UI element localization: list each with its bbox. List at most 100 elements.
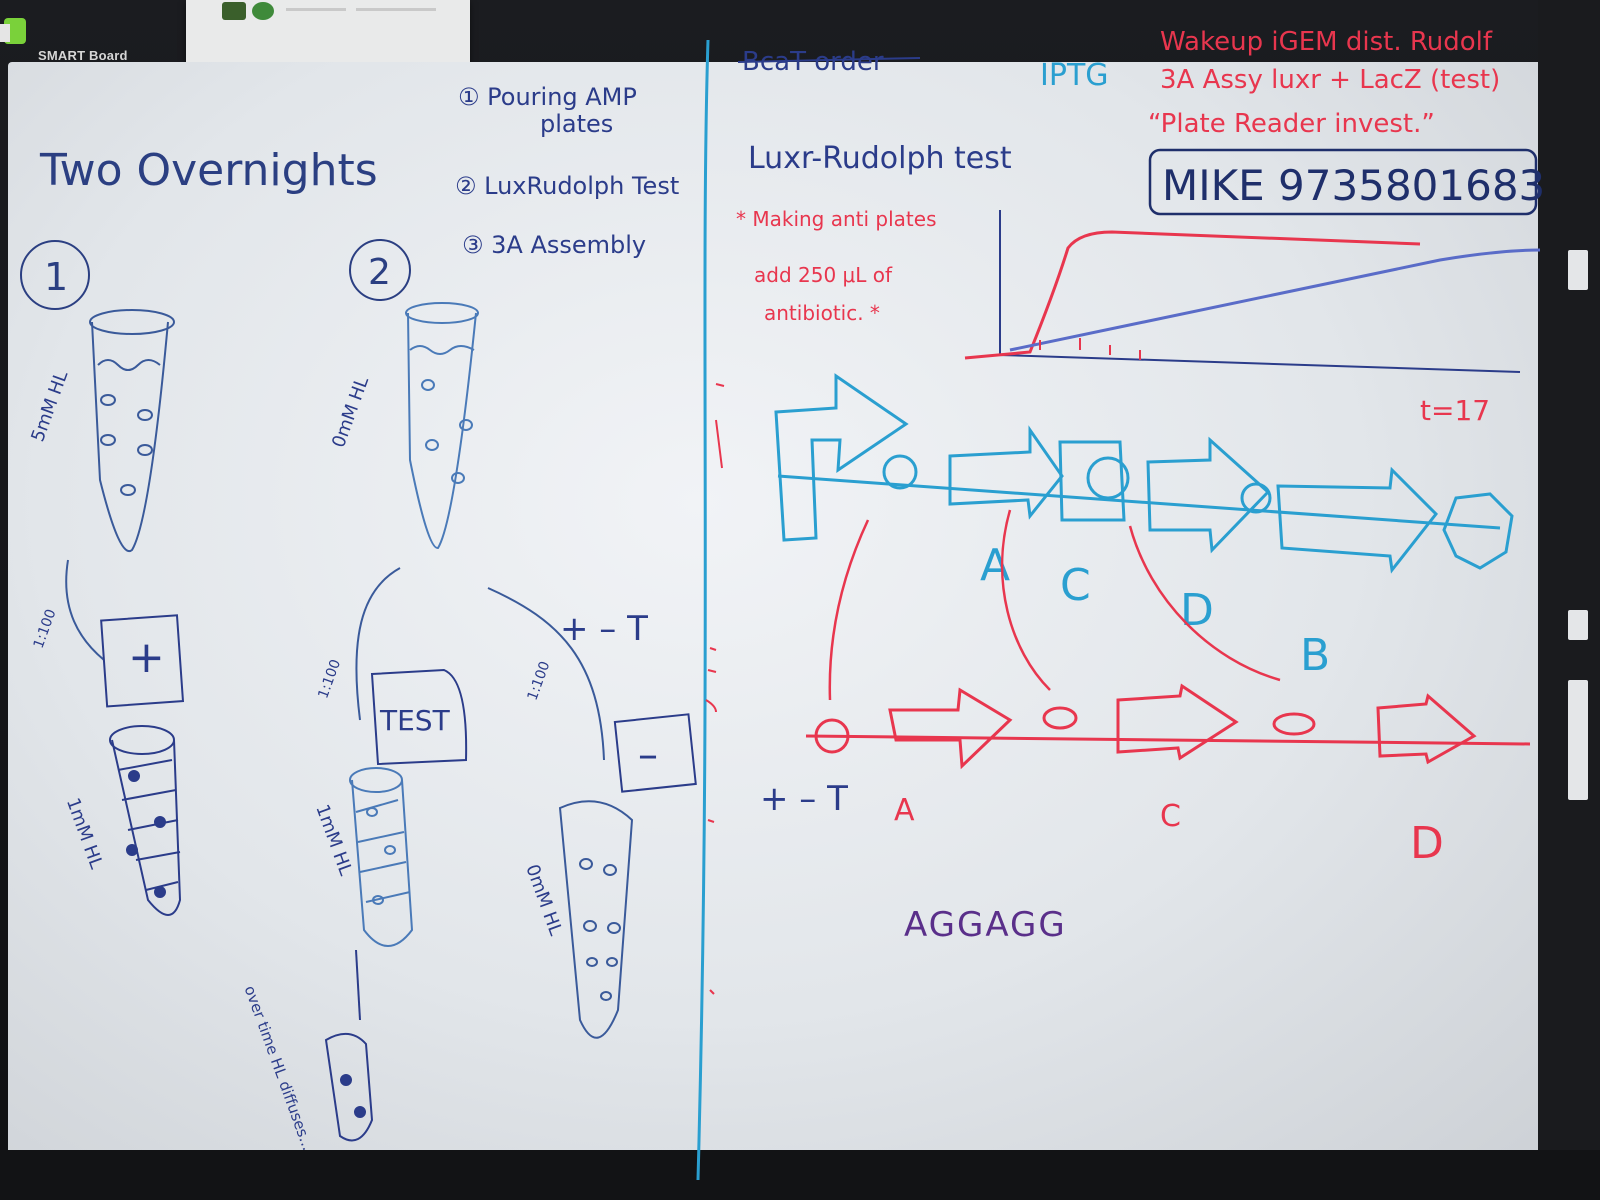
red-construct xyxy=(805,683,1531,770)
red-curve xyxy=(964,230,1421,360)
red-arrow-1 xyxy=(828,519,870,701)
circle-two xyxy=(349,239,411,301)
arrow xyxy=(65,559,105,661)
tube-4-label: 1mM HL xyxy=(311,802,356,879)
rbs xyxy=(1240,482,1272,514)
minus-box-label: – xyxy=(638,732,658,778)
red-label-c: C xyxy=(1160,799,1181,834)
backbone-line xyxy=(777,474,1501,530)
minus-box xyxy=(613,713,697,793)
blue-label-a: A xyxy=(980,540,1010,591)
whiteboard xyxy=(8,62,1544,1164)
tube-1-label: 5mM HL xyxy=(27,368,72,445)
todo-1: Wakeup iGEM dist. Rudolf xyxy=(1160,27,1493,57)
blue-construct xyxy=(774,373,1514,574)
red-backbone xyxy=(805,734,1531,746)
red-label-a: A xyxy=(894,793,915,828)
arrow xyxy=(355,567,401,721)
test-box xyxy=(370,668,468,766)
phone-box xyxy=(1148,148,1538,216)
red-label-d: D xyxy=(1410,818,1444,869)
graph-axes xyxy=(999,210,1521,373)
step-2: ② LuxRudolph Test xyxy=(455,172,679,200)
test-box-label: TEST xyxy=(379,704,451,737)
paper-line xyxy=(286,8,346,11)
plus-minus-t-label: + – T xyxy=(560,609,648,649)
promoter-arrow xyxy=(774,373,909,542)
board-title: Two Overnights xyxy=(39,145,378,196)
tube-2 xyxy=(405,302,479,549)
blue-curve xyxy=(1009,248,1541,352)
circle-one xyxy=(20,240,90,310)
red-arrows xyxy=(828,509,1281,701)
paper-tab xyxy=(1568,610,1588,640)
luxr-test-label: Luxr-Rudolph test xyxy=(748,141,1012,176)
tube-4 xyxy=(349,767,414,947)
arrow xyxy=(355,949,361,1021)
anti-note: * Making anti plates add 250 μL of antib… xyxy=(736,207,937,325)
part-box xyxy=(1058,440,1126,522)
ratio-3: 1:100 xyxy=(525,659,554,702)
ratio-1: 1:100 xyxy=(31,607,60,650)
anti-note-3: antibiotic. * xyxy=(764,301,880,325)
brand-label: SMART Board xyxy=(38,48,128,63)
plus-box xyxy=(100,614,185,708)
circle-two-label: 2 xyxy=(368,252,391,293)
white-marker xyxy=(0,24,10,42)
todo-3: “Plate Reader invest.” xyxy=(1148,109,1435,139)
todo-2: 3A Assy luxr + LacZ (test) xyxy=(1160,65,1500,95)
cds-arrow-c xyxy=(1276,466,1439,574)
cds-arrow-a xyxy=(948,425,1064,520)
steps-list: ① Pouring AMP plates ② LuxRudolph Test ③… xyxy=(455,83,679,259)
seal-logo xyxy=(222,2,246,20)
iptg-label: IPTG xyxy=(1040,58,1109,93)
blue-label-b: B xyxy=(1300,630,1330,681)
tube-6 xyxy=(324,1033,374,1142)
cds-arrow-b xyxy=(1146,436,1271,554)
tube-1 xyxy=(89,309,175,553)
tube-5-label: 0mM HL xyxy=(521,862,566,939)
time-label: t=17 xyxy=(1420,394,1490,427)
anti-note-1: * Making anti plates xyxy=(736,207,937,231)
tick-marks xyxy=(1039,338,1141,360)
plus-minus-t-2: + – T xyxy=(760,779,848,819)
board-frame-bottom xyxy=(0,1150,1600,1200)
paper-line xyxy=(356,8,436,11)
margin-marks xyxy=(705,383,725,995)
anti-note-2: add 250 μL of xyxy=(754,263,893,287)
blue-labels: A C D B xyxy=(980,540,1330,681)
tube-3 xyxy=(109,725,182,916)
phone-label: MIKE 9735801683 xyxy=(1162,161,1545,210)
blue-label-c: C xyxy=(1060,560,1091,611)
red-rbs xyxy=(1042,706,1078,730)
board-frame-right xyxy=(1538,0,1600,1200)
red-cds-a xyxy=(888,687,1013,770)
sequence-label: AGGAGG xyxy=(904,905,1067,945)
red-rbs xyxy=(1272,712,1316,736)
step-3: ③ 3A Assembly xyxy=(462,231,646,259)
plus-box-label: + xyxy=(128,632,165,683)
circle-one-label: 1 xyxy=(44,255,68,299)
step-1: ① Pouring AMP xyxy=(458,83,637,111)
todo-list: Wakeup iGEM dist. Rudolf 3A Assy luxr + … xyxy=(1148,27,1500,139)
red-labels: A C D xyxy=(894,793,1444,869)
paper-tab xyxy=(1568,250,1588,290)
diffusion-note: over time HL diffuses... xyxy=(241,983,317,1153)
red-arrow-3 xyxy=(1128,525,1281,682)
red-cds-d xyxy=(1376,693,1477,765)
red-cds-c xyxy=(1116,683,1239,761)
blue-label-d: D xyxy=(1180,585,1214,636)
ratio-2: 1:100 xyxy=(315,657,344,700)
tube-2-label: 0mM HL xyxy=(328,374,373,451)
tube-3-label: 1mM HL xyxy=(62,795,107,872)
strike-line xyxy=(737,57,921,63)
divider-line xyxy=(696,39,710,1181)
paper-tab xyxy=(1568,680,1588,800)
red-rbs xyxy=(814,718,850,754)
tube-5 xyxy=(558,800,634,1039)
rbs xyxy=(1086,456,1130,500)
step-1-cont: plates xyxy=(540,110,613,138)
arrow xyxy=(487,587,605,761)
growth-curve-graph xyxy=(964,210,1541,373)
